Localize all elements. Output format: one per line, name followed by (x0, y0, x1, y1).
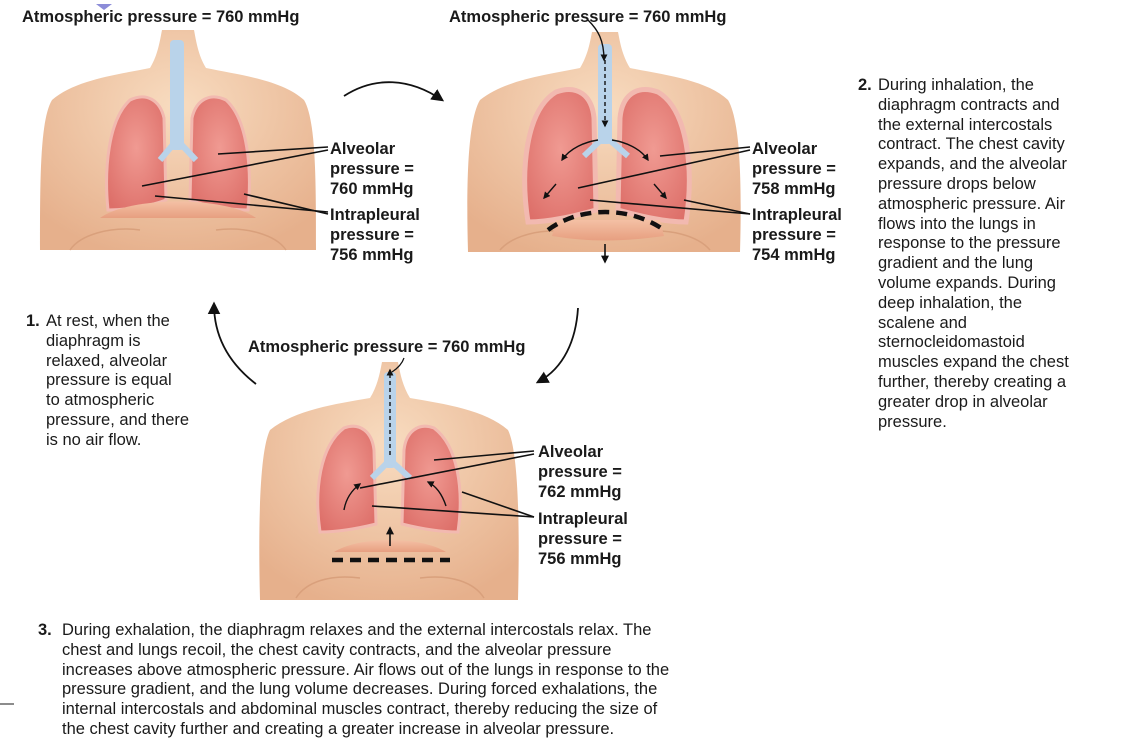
alveolar-value: 762 mmHg (538, 483, 622, 501)
step-number: 2. (858, 76, 872, 94)
alveolar-pressure-label-rest: Alveolar pressure = 760 mmHg (330, 139, 414, 199)
intrapleural-title: Intrapleural (538, 510, 628, 528)
atmospheric-pressure-label-rest: Atmospheric pressure = 760 mmHg (22, 8, 300, 26)
alveolar-title: Alveolar (538, 443, 604, 461)
airflow-arrows-inhale (543, 19, 667, 264)
intrapleural-value: 754 mmHg (752, 246, 836, 264)
cycle-arrow-exhale-to-rest (207, 301, 257, 385)
step-3-description: 3. During exhalation, the diaphragm rela… (38, 621, 782, 740)
diaphragm (100, 201, 256, 218)
leader-lines-inhale (577, 146, 751, 215)
alveolar-eq: pressure = (752, 160, 836, 178)
alveolar-title: Alveolar (330, 140, 396, 158)
airflow-arrows-exhale (343, 357, 447, 546)
diaphragm (552, 220, 664, 241)
step-1-description: 1. At rest, when the diaphragm is relaxe… (26, 312, 236, 451)
intrapleural-title: Intrapleural (752, 206, 842, 224)
alveolar-pressure-label-exhale: Alveolar pressure = 762 mmHg (538, 442, 622, 502)
leader-lines-exhale (359, 450, 535, 518)
torso-inhale (467, 32, 741, 252)
step-text: At rest, when the diaphragm is relaxed, … (46, 312, 190, 449)
trachea (598, 44, 612, 144)
alveolar-value: 758 mmHg (752, 180, 836, 198)
intrapleural-pressure-label-rest: Intrapleural pressure = 756 mmHg (330, 205, 420, 265)
alveolar-pressure-label-inhale: Alveolar pressure = 758 mmHg (752, 139, 836, 199)
step-text: During inhalation, the diaphragm contrac… (878, 76, 1069, 431)
alveolar-eq: pressure = (330, 160, 414, 178)
step-text: During exhalation, the diaphragm relaxes… (62, 621, 670, 738)
leader-lines-rest (141, 146, 329, 215)
trachea (170, 40, 184, 150)
resting-diaphragm-position (546, 209, 666, 232)
atmospheric-pressure-label-inhale: Atmospheric pressure = 760 mmHg (449, 8, 727, 26)
cycle-arrow-rest-to-inhale (343, 81, 445, 102)
intrapleural-pressure-label-exhale: Intrapleural pressure = 756 mmHg (538, 509, 628, 569)
bronchi (581, 133, 630, 159)
intrapleural-eq: pressure = (752, 226, 836, 244)
intrapleural-pressure-label-inhale: Intrapleural pressure = 754 mmHg (752, 205, 842, 265)
torso-exhale (259, 362, 519, 600)
torso-skin (259, 362, 519, 600)
step-number: 3. (38, 621, 52, 639)
intrapleural-eq: pressure = (538, 530, 622, 548)
step-2-description: 2. During inhalation, the diaphragm cont… (858, 76, 1118, 432)
step-number: 1. (26, 312, 40, 330)
torso-contour (69, 228, 287, 251)
torso-contour (295, 576, 485, 599)
alveolar-value: 760 mmHg (330, 180, 414, 198)
right-lung (615, 87, 692, 225)
intrapleural-eq: pressure = (330, 226, 414, 244)
alveolar-title: Alveolar (752, 140, 818, 158)
intrapleural-value: 756 mmHg (538, 550, 622, 568)
torso-rest (40, 30, 316, 251)
cycle-arrow-inhale-to-exhale (535, 307, 579, 384)
bronchi (157, 137, 199, 163)
left-lung (316, 424, 378, 534)
intrapleural-title: Intrapleural (330, 206, 420, 224)
intrapleural-value: 756 mmHg (330, 246, 414, 264)
atmospheric-pressure-label-exhale: Atmospheric pressure = 760 mmHg (248, 338, 526, 356)
pointer-mark (96, 4, 112, 10)
alveolar-eq: pressure = (538, 463, 622, 481)
bronchi (369, 457, 413, 481)
